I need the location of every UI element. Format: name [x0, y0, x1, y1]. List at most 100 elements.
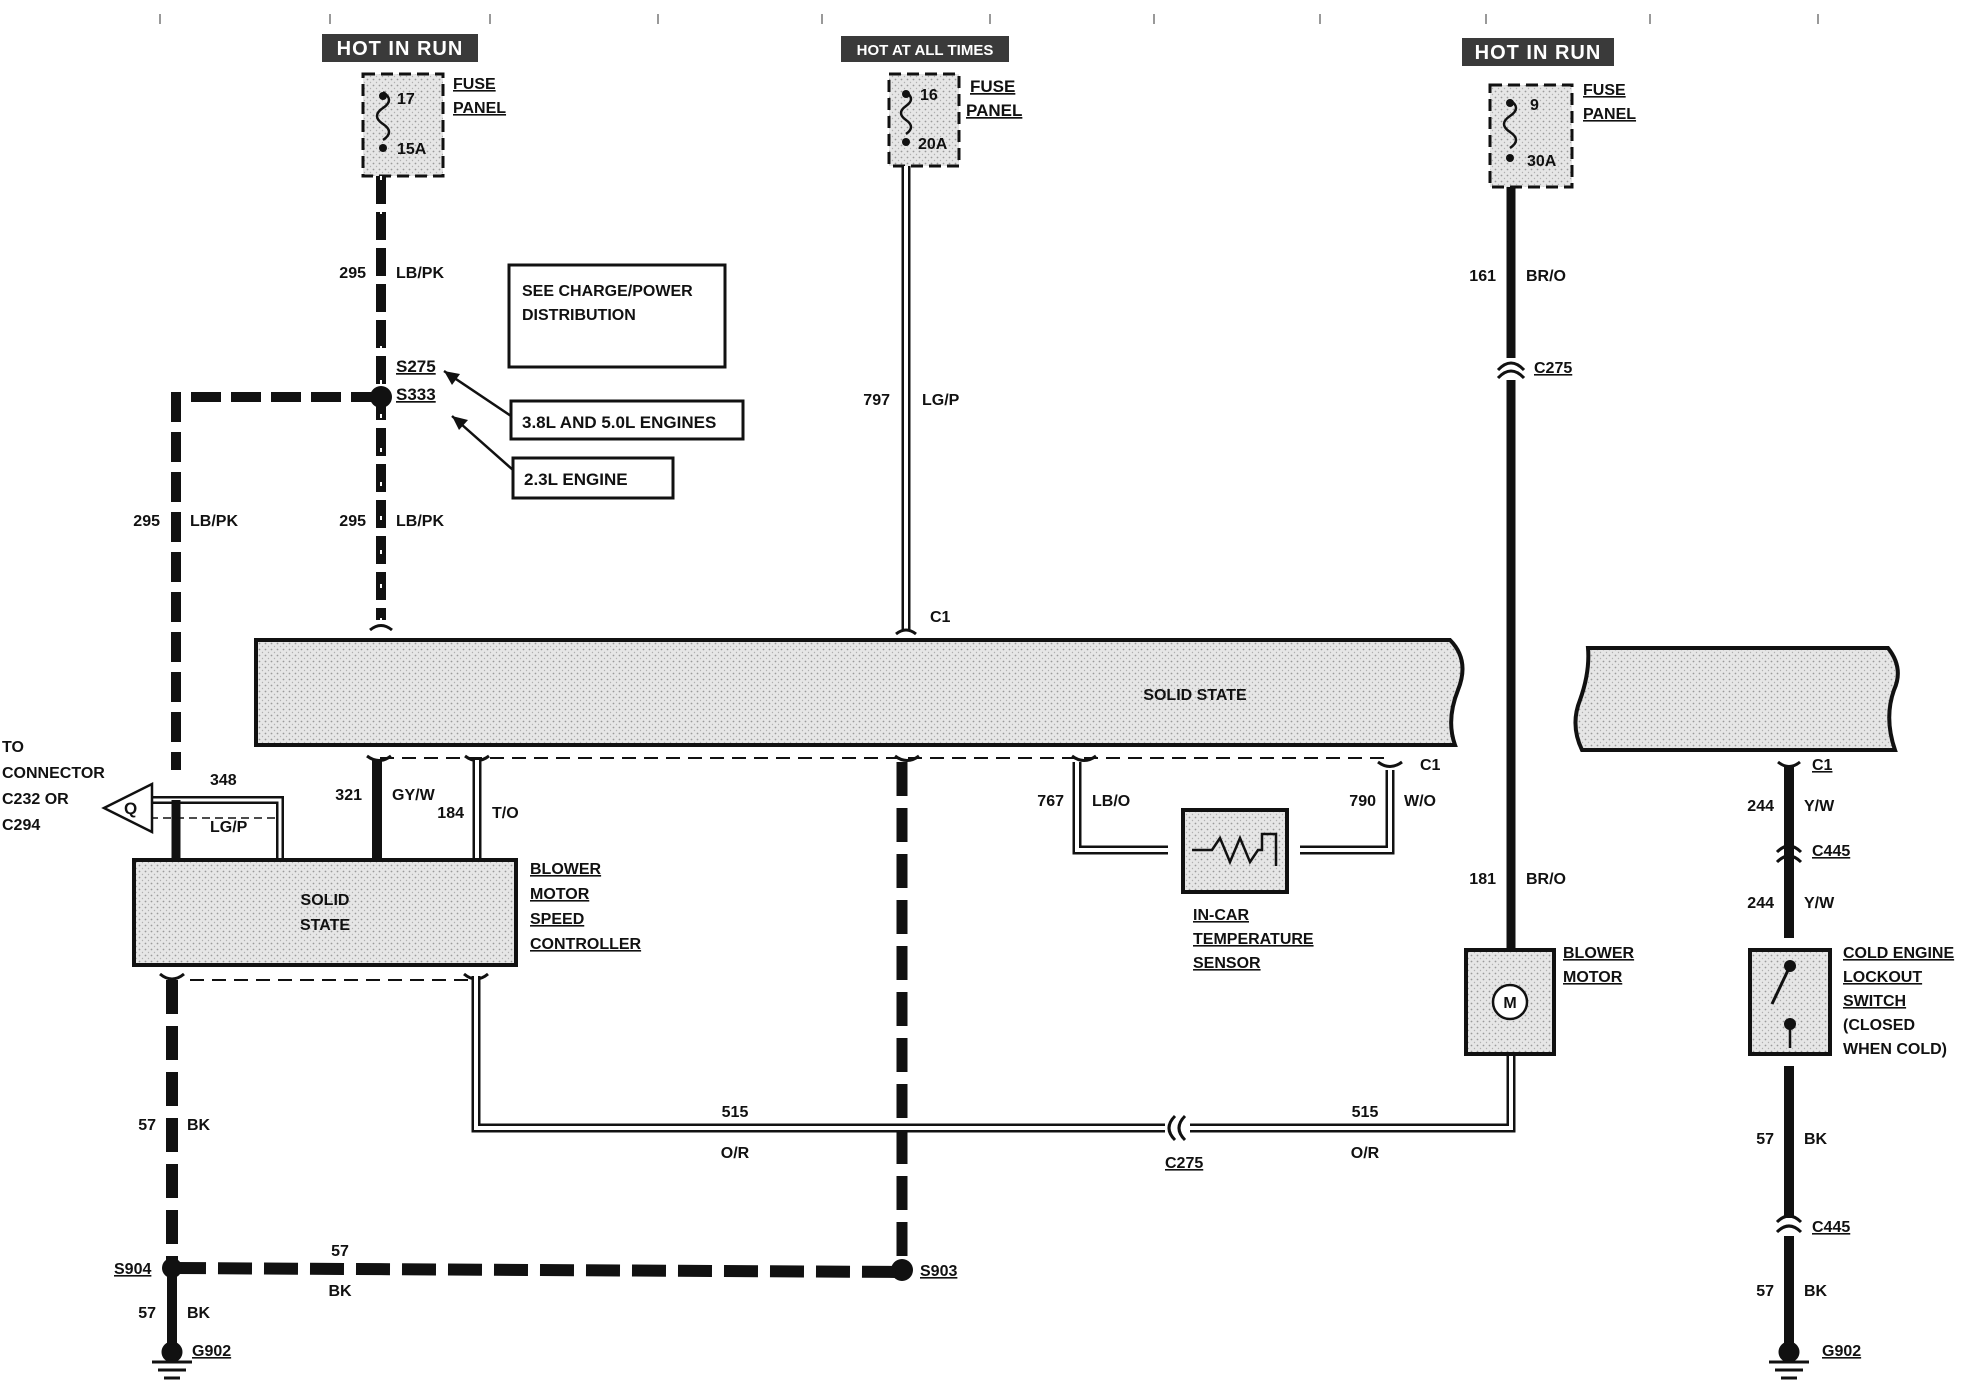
motor-icon: [1491, 983, 1529, 1021]
wire-57-color-left: BK: [187, 1117, 211, 1134]
switch-name-4: (CLOSED: [1843, 1017, 1915, 1034]
to-connector-arrow: [101, 781, 154, 835]
to-connector-line1: TO: [2, 739, 24, 756]
blower-motor: [1464, 948, 1556, 1056]
sensor-name-3: SENSOR: [1193, 955, 1261, 972]
hot-at-all-times-label: HOT AT ALL TIMES: [857, 42, 994, 59]
wire-515-color-right: O/R: [1351, 1145, 1380, 1162]
wire-244-color-top: Y/W: [1804, 798, 1835, 815]
splice-s903-label: S903: [920, 1263, 957, 1280]
fuse-number-center: 16: [920, 87, 938, 104]
connector-c445-bottom-label: C445: [1812, 1219, 1850, 1236]
controller-label-1: SOLID: [301, 892, 350, 909]
hot-in-run-label-left: HOT IN RUN: [337, 38, 464, 60]
border-ticks: [159, 14, 1819, 24]
blower-name-1: BLOWER: [1563, 945, 1635, 962]
wire-790-color: W/O: [1404, 793, 1436, 810]
fuse-panel-label-center-2: PANEL: [966, 101, 1022, 120]
power-source-center: HOT AT ALL TIMES 16 20A FUSE PANEL: [841, 36, 1022, 168]
wire-515-color-left: O/R: [721, 1145, 750, 1162]
blower-name-2: MOTOR: [1563, 969, 1623, 986]
fuse-symbol-left: [375, 90, 391, 142]
to-connector-line4: C294: [2, 817, 40, 834]
solid-state-main-label: SOLID STATE: [1143, 687, 1247, 704]
connector-c445-bottom: [1775, 1214, 1803, 1234]
note-box-engine-23: [511, 456, 675, 500]
note-engines-label: 3.8L AND 5.0L ENGINES: [522, 413, 716, 432]
wire-515-number-right: 515: [1352, 1104, 1379, 1121]
note-engine-23-label: 2.3L ENGINE: [524, 470, 628, 489]
switch-name-5: WHEN COLD): [1843, 1041, 1947, 1058]
controller-name-1: BLOWER: [530, 861, 602, 878]
hot-in-run-header-right: [1462, 38, 1614, 66]
wire-797-number: 797: [863, 392, 890, 409]
wire-57-color-right-ground: BK: [1804, 1283, 1828, 1300]
fuse-number-left: 17: [397, 91, 415, 108]
wire-161-color: BR/O: [1526, 268, 1566, 285]
wire-797-color: LG/P: [922, 392, 960, 409]
hot-in-run-label-right: HOT IN RUN: [1475, 42, 1602, 64]
fuse-amp-center: 20A: [918, 136, 948, 153]
splice-s333-label: S333: [396, 385, 436, 404]
note-charge-line1: SEE CHARGE/POWER: [522, 283, 693, 300]
wire-295-number-left: 295: [133, 513, 160, 530]
wire-57-number-ground: 57: [138, 1305, 156, 1322]
fuse-panel-label-center-1: FUSE: [970, 77, 1015, 96]
controller-name-4: CONTROLLER: [530, 936, 642, 953]
wire-321-number: 321: [335, 787, 362, 804]
blower-speed-controller: [132, 858, 518, 967]
connector-c275-bottom: [1167, 1114, 1187, 1142]
fuse-panel-label-right-2: PANEL: [1583, 106, 1636, 123]
wire-321-color: GY/W: [392, 787, 436, 804]
wire-295-color-top: LB/PK: [396, 265, 444, 282]
hot-in-run-header-left: [322, 34, 478, 62]
note-box-engines: [509, 399, 745, 441]
sensor-name-1: IN-CAR: [1193, 907, 1249, 924]
wire-295-number-top: 295: [339, 265, 366, 282]
splice-s904-label: S904: [114, 1261, 151, 1278]
thermistor-icon: [1192, 832, 1278, 866]
fuse-panel-label-right-1: FUSE: [1583, 82, 1626, 99]
to-connector-line3: C232 OR: [2, 791, 69, 808]
solid-state-module: [254, 638, 1465, 747]
connector-c1-top-label: C1: [930, 609, 951, 626]
fuse-box-center: [887, 72, 961, 168]
wire-181-number: 181: [1469, 871, 1496, 888]
wire-57-number-right-ground: 57: [1756, 1283, 1774, 1300]
wire-348-number: 348: [210, 772, 237, 789]
wire-57-color-bottom: BK: [328, 1283, 352, 1300]
splice-s275-label: S275: [396, 357, 436, 376]
controller-label-2: STATE: [300, 917, 350, 934]
wire-57-number-right: 57: [1756, 1131, 1774, 1148]
note-charge-line2: DISTRIBUTION: [522, 307, 636, 324]
wire-244-number-bottom: 244: [1747, 895, 1774, 912]
note-box-charge: [507, 263, 727, 369]
wire-57-number-left: 57: [138, 1117, 156, 1134]
ground-left-label: G902: [192, 1343, 231, 1360]
wire-181-color: BR/O: [1526, 871, 1566, 888]
wire-57-bottom: [171, 1262, 903, 1278]
connector-c445-top-label: C445: [1812, 843, 1850, 860]
wire-295-color-mid: LB/PK: [396, 513, 444, 530]
wire-244-color-bottom: Y/W: [1804, 895, 1835, 912]
wire-184-color: T/O: [492, 805, 519, 822]
to-connector-marker: Q: [124, 799, 137, 818]
wire-790: [1300, 770, 1395, 855]
wire-161-number: 161: [1469, 268, 1496, 285]
fuse-panel-label-left-1: FUSE: [453, 76, 496, 93]
wire-767: [1072, 762, 1168, 855]
fuse-box-left: [361, 72, 445, 178]
wire-790-number: 790: [1349, 793, 1376, 810]
controller-name-2: MOTOR: [530, 886, 590, 903]
wire-348-color: LG/P: [210, 819, 248, 836]
wire-295-branch-left: [171, 392, 381, 770]
fuse-number-right: 9: [1530, 97, 1539, 114]
wire-57-color-right: BK: [1804, 1131, 1828, 1148]
power-source-right: HOT IN RUN 9 30A FUSE PANEL: [1462, 38, 1636, 189]
connector-c1-bottom-label: C1: [1420, 757, 1441, 774]
splice-s903: [891, 1259, 913, 1281]
wire-767-color: LB/O: [1092, 793, 1130, 810]
fuse-amp-left: 15A: [397, 141, 427, 158]
